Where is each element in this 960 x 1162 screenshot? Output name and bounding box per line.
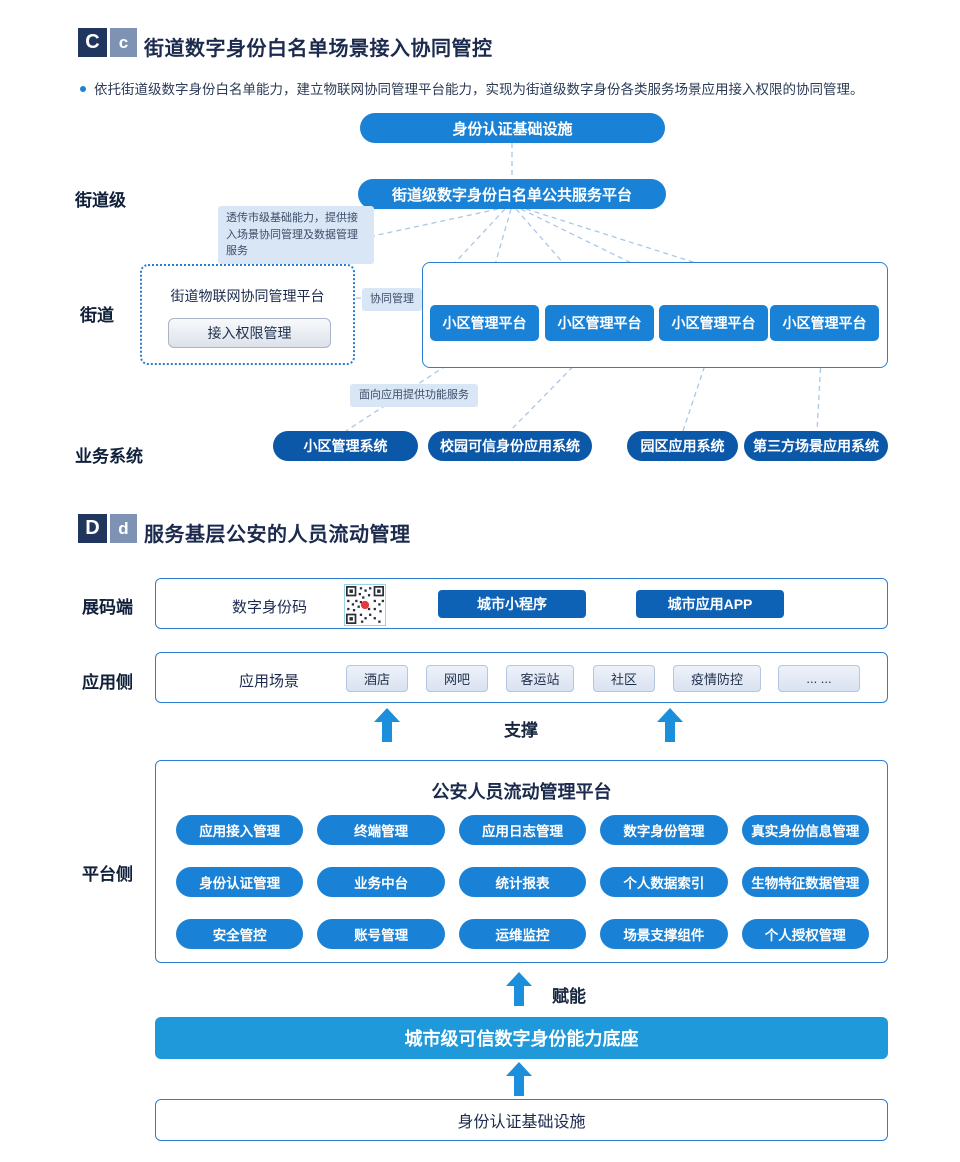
up-arrow-icon (506, 1062, 532, 1096)
node-identity-infrastructure-top: 身份认证基础设施 (360, 113, 665, 143)
system-node-campus: 校园可信身份应用系统 (428, 431, 592, 461)
row-label-street: 街道 (80, 306, 114, 325)
section-d-badge: D d (78, 514, 137, 543)
module-pill: 统计报表 (458, 867, 587, 897)
node-street-whitelist-platform: 街道级数字身份白名单公共服务平台 (358, 179, 666, 209)
row-label-application-side: 应用侧 (82, 673, 133, 692)
module-pill: 终端管理 (317, 815, 445, 845)
scene-epidemic-prevention: 疫情防控 (673, 665, 761, 692)
section-d-badge-upper: D (78, 514, 107, 543)
module-pill: 真实身份信息管理 (741, 815, 869, 845)
module-pill: 场景支撑组件 (600, 919, 728, 949)
system-node-park: 园区应用系统 (627, 431, 738, 461)
community-platform-node: 小区管理平台 (430, 305, 539, 341)
iot-box-title: 街道物联网协同管理平台 (170, 288, 325, 304)
section-c-badge-upper: C (78, 28, 107, 57)
section-c-badge: C c (78, 28, 137, 57)
module-pill: 身份认证管理 (176, 867, 304, 897)
support-label: 支撑 (504, 721, 538, 740)
bullet-dot-icon (80, 86, 86, 92)
platform-box-title: 公安人员流动管理平台 (431, 782, 612, 802)
enable-label: 赋能 (552, 987, 586, 1006)
capability-base-bar: 城市级可信数字身份能力底座 (155, 1017, 888, 1059)
city-miniprogram-button: 城市小程序 (438, 590, 586, 618)
up-arrow-icon (374, 708, 400, 742)
scene-hotel: 酒店 (346, 665, 408, 692)
row-label-platform-side: 平台侧 (82, 865, 133, 884)
section-c-badge-lower: c (110, 28, 137, 57)
module-pill: 安全管控 (176, 919, 304, 949)
module-pill: 数字身份管理 (600, 815, 728, 845)
platform-modules-grid: 应用接入管理 终端管理 应用日志管理 数字身份管理 真实身份信息管理 身份认证管… (176, 815, 869, 949)
scene-bus-station: 客运站 (506, 665, 574, 692)
section-c-bullet: 依托街道级数字身份白名单能力，建立物联网协同管理平台能力，实现为街道级数字身份各… (78, 80, 938, 100)
city-app-button: 城市应用APP (636, 590, 784, 618)
module-pill: 运维监控 (458, 919, 587, 949)
row-label-street-level: 街道级 (75, 191, 126, 210)
community-platform-node: 小区管理平台 (659, 305, 768, 341)
module-pill: 生物特征数据管理 (741, 867, 869, 897)
system-node-community: 小区管理系统 (273, 431, 418, 461)
community-platforms-box: 小区管理平台 小区管理平台 小区管理平台 小区管理平台 (422, 262, 888, 368)
module-pill: 业务中台 (317, 867, 445, 897)
application-scenarios-row: 应用场景 酒店 网吧 客运站 社区 疫情防控 ... ... (155, 652, 888, 703)
module-pill: 账号管理 (317, 919, 445, 949)
identity-infrastructure-box: 身份认证基础设施 (155, 1099, 888, 1141)
access-permission-button: 接入权限管理 (168, 318, 331, 348)
community-platform-node: 小区管理平台 (770, 305, 879, 341)
module-pill: 应用日志管理 (458, 815, 587, 845)
section-d-badge-lower: d (110, 514, 137, 543)
qr-code-icon (344, 584, 386, 626)
application-scenario-label: 应用场景 (239, 673, 300, 690)
scene-internet-cafe: 网吧 (426, 665, 488, 692)
note-collaborate: 协同管理 (362, 288, 422, 311)
module-pill: 应用接入管理 (176, 815, 304, 845)
up-arrow-icon (506, 972, 532, 1006)
iot-collaboration-box: 街道物联网协同管理平台 接入权限管理 (140, 264, 355, 365)
police-flow-platform-box: 公安人员流动管理平台 应用接入管理 终端管理 应用日志管理 数字身份管理 真实身… (155, 760, 888, 963)
system-node-thirdparty: 第三方场景应用系统 (744, 431, 888, 461)
up-arrow-icon (657, 708, 683, 742)
digital-identity-code-label: 数字身份码 (232, 599, 308, 616)
note-app-function-service: 面向应用提供功能服务 (350, 384, 478, 407)
module-pill: 个人数据索引 (600, 867, 728, 897)
community-platform-node: 小区管理平台 (545, 305, 654, 341)
scene-community: 社区 (593, 665, 655, 692)
note-passthrough-capability: 透传市级基础能力，提供接入场景协同管理及数据管理服务 (218, 206, 374, 264)
code-display-row: 数字身份码 (155, 578, 888, 629)
section-d-title: 服务基层公安的人员流动管理 (144, 524, 411, 546)
section-c-title: 街道数字身份白名单场景接入协同管控 (144, 38, 493, 60)
scene-more: ... ... (778, 665, 860, 692)
section-c-bullet-text: 依托街道级数字身份白名单能力，建立物联网协同管理平台能力，实现为街道级数字身份各… (94, 82, 864, 97)
row-label-business-system: 业务系统 (75, 447, 143, 466)
row-label-code-side: 展码端 (82, 598, 133, 617)
module-pill: 个人授权管理 (741, 919, 869, 949)
